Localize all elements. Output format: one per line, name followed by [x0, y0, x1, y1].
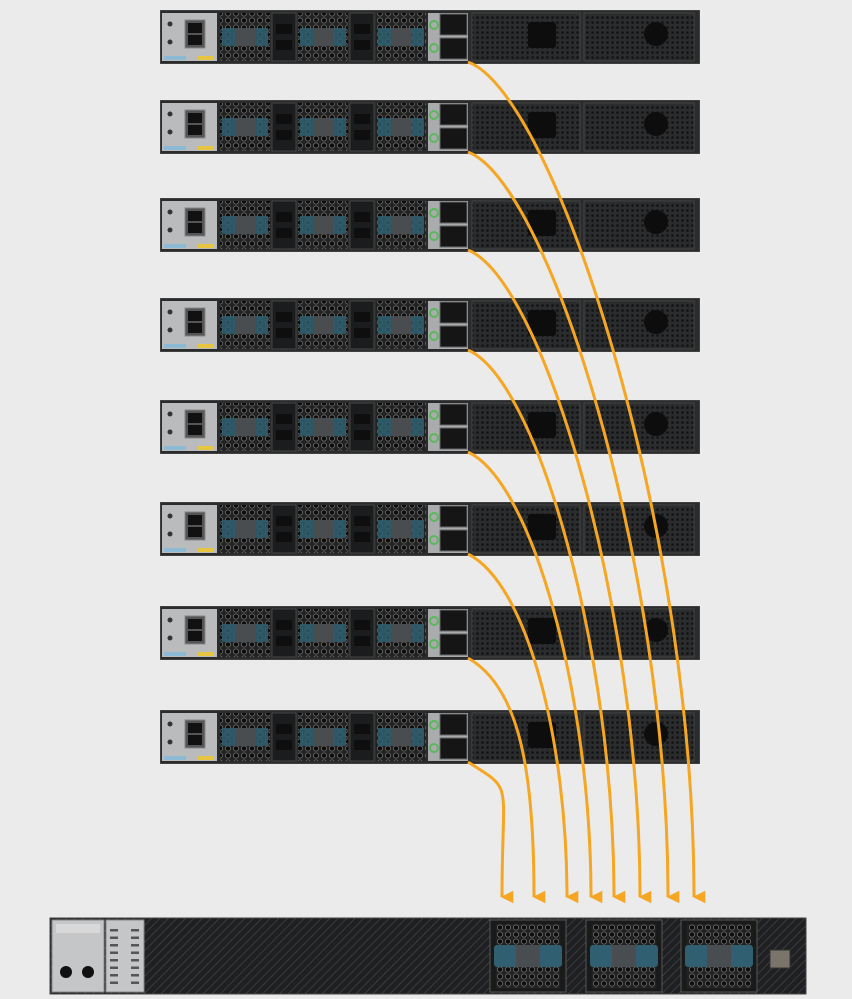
switch-5 — [160, 400, 700, 454]
power-cable-4 — [467, 348, 626, 904]
switch-3 — [160, 198, 700, 252]
rps-power-supply-bay-2 — [585, 919, 663, 993]
power-cable-1 — [467, 60, 706, 904]
rps-status-led — [110, 966, 118, 969]
rps-status-led — [131, 974, 139, 977]
rps-status-led — [110, 936, 118, 939]
rps-mode-button[interactable] — [82, 966, 94, 978]
rps-status-led — [110, 959, 118, 962]
rps-power-supply-bay-3 — [680, 919, 758, 993]
rps-status-led — [131, 936, 139, 939]
rps-status-led — [131, 929, 139, 932]
rps-status-led — [131, 966, 139, 969]
rps-power-supply-bay-1 — [489, 919, 567, 993]
rps-status-led — [110, 951, 118, 954]
redundant-power-system — [49, 917, 807, 995]
rps-logo — [56, 924, 100, 933]
rps-status-led — [110, 974, 118, 977]
switch-1 — [160, 10, 700, 64]
rps-button[interactable] — [60, 966, 72, 978]
switch-2 — [160, 100, 700, 154]
power-cable-7 — [467, 656, 546, 904]
power-cable-8 — [467, 760, 514, 904]
power-cable-2 — [467, 150, 680, 904]
rps-status-led — [110, 929, 118, 932]
rps-status-led — [110, 944, 118, 947]
switch-8 — [160, 710, 700, 764]
switch-4 — [160, 298, 700, 352]
rps-status-led — [131, 951, 139, 954]
power-cable-5 — [467, 450, 603, 904]
rps-status-led — [131, 944, 139, 947]
rps-led-panel — [105, 919, 145, 993]
rps-status-led — [110, 981, 118, 984]
stack-power-cables — [467, 60, 706, 904]
power-cable-3 — [467, 248, 652, 904]
rps-status-led — [131, 959, 139, 962]
rps-status-led — [131, 981, 139, 984]
switch-6 — [160, 502, 700, 556]
power-cable-6 — [467, 552, 579, 904]
rps-rj45-port[interactable] — [769, 949, 791, 969]
